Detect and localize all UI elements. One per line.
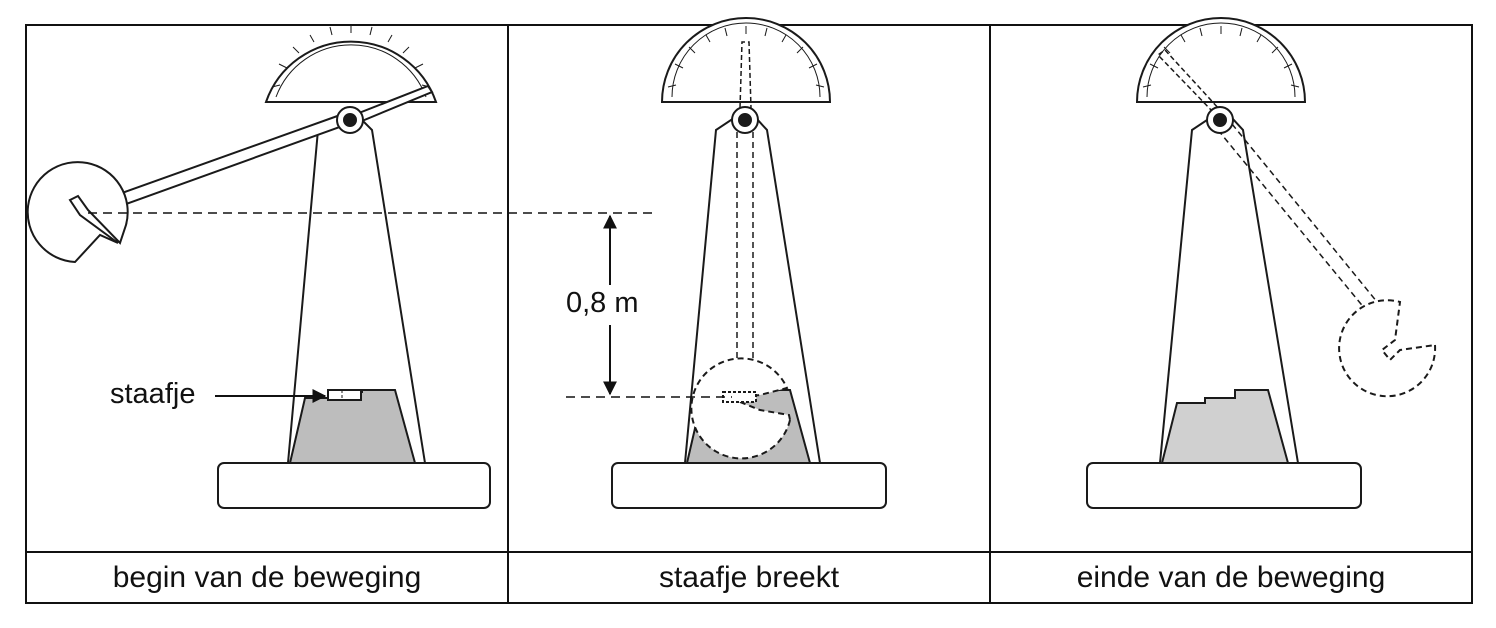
caption-begin: begin van de beweging bbox=[112, 561, 422, 594]
pendulum-hammer-dashed bbox=[1338, 299, 1437, 398]
caption-breaks: staafje breekt bbox=[658, 561, 840, 594]
pendulum-arm-dashed bbox=[1217, 123, 1383, 316]
apparatus-base bbox=[611, 462, 887, 509]
pivot-inner bbox=[1213, 113, 1227, 127]
apparatus-base bbox=[217, 462, 491, 509]
height-label: 0,8 m bbox=[566, 287, 639, 319]
protractor-scale bbox=[1135, 17, 1307, 103]
scale-pointer-dashed bbox=[1156, 49, 1221, 113]
protractor-ticks bbox=[271, 25, 431, 88]
anvil-block bbox=[1160, 389, 1290, 464]
pivot-inner bbox=[738, 113, 752, 127]
pendulum-arm-dashed bbox=[736, 132, 754, 360]
pendulum-arm bbox=[120, 113, 349, 206]
pendulum-hammer bbox=[26, 161, 129, 264]
pendulum-hammer-dashed bbox=[690, 357, 792, 460]
panel-breaks bbox=[611, 17, 887, 509]
protractor-scale bbox=[660, 17, 832, 103]
panel-end bbox=[1086, 17, 1437, 509]
protractor-inner-arc bbox=[275, 44, 427, 98]
pivot-inner bbox=[343, 113, 357, 127]
scale-pointer-dashed bbox=[739, 41, 752, 109]
protractor-inner-arc bbox=[1146, 22, 1296, 98]
apparatus-base bbox=[1086, 462, 1362, 509]
protractor-inner-arc bbox=[671, 22, 821, 98]
caption-end: einde van de beweging bbox=[1076, 561, 1386, 594]
protractor-ticks bbox=[667, 26, 825, 88]
rod-specimen bbox=[327, 389, 362, 401]
protractor-ticks bbox=[1142, 26, 1300, 88]
panel-begin bbox=[26, 25, 491, 509]
rod-label: staafje bbox=[110, 378, 196, 410]
rod-specimen bbox=[722, 391, 757, 403]
